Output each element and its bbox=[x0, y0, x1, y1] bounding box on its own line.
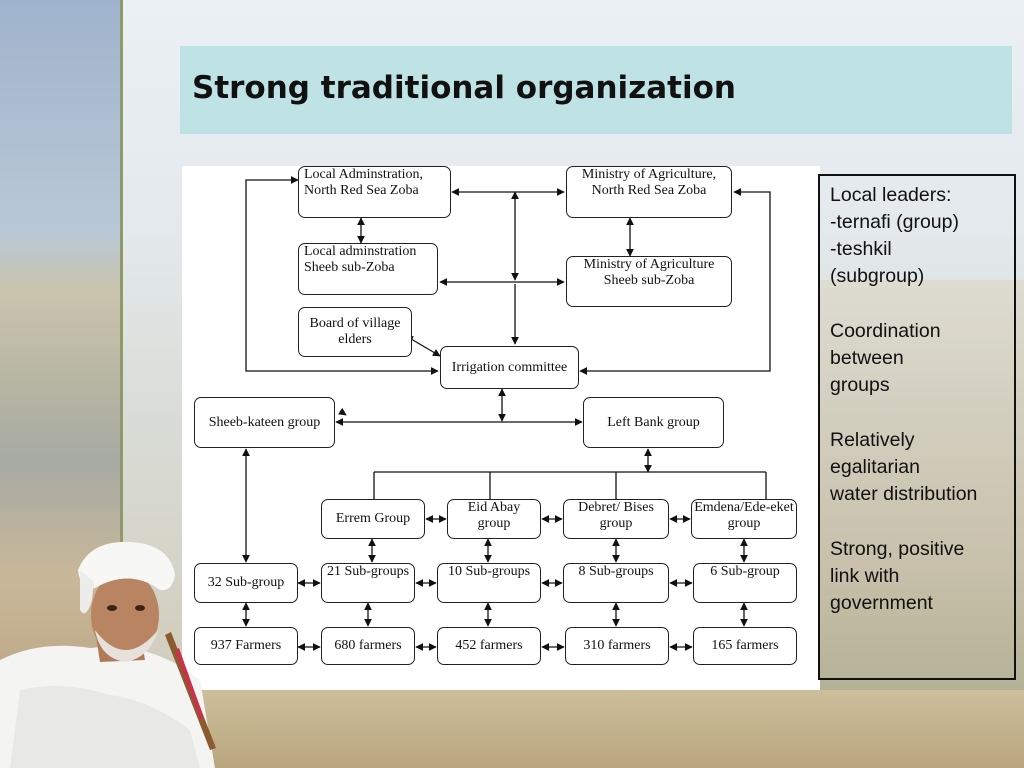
node-ministry-north: Ministry of Agriculture, North Red Sea Z… bbox=[566, 166, 732, 218]
node-937-farmers: 937 Farmers bbox=[194, 627, 298, 665]
background-divider-line bbox=[120, 0, 123, 768]
background-landscape-bottom bbox=[180, 690, 1024, 768]
info-line: Local leaders: bbox=[830, 184, 952, 206]
node-errem-group: Errem Group bbox=[321, 499, 425, 539]
org-diagram: Local Adminstration, North Red Sea Zoba … bbox=[182, 166, 820, 690]
node-310-farmers: 310 farmers bbox=[565, 627, 669, 665]
info-line: Relatively bbox=[830, 429, 915, 451]
info-line: link with bbox=[830, 565, 900, 587]
info-line: groups bbox=[830, 374, 890, 396]
node-local-admin-sheeb: Local adminstration Sheeb sub-Zoba bbox=[298, 243, 438, 295]
node-eid-abay: Eid Abay group bbox=[447, 499, 541, 539]
slide-title: Strong traditional organization bbox=[192, 70, 736, 106]
node-8-subgroups: 8 Sub-groups bbox=[563, 563, 669, 603]
node-452-farmers: 452 farmers bbox=[437, 627, 541, 665]
node-sheeb-kateen: Sheeb-kateen group bbox=[194, 397, 335, 448]
node-6-subgroup: 6 Sub-group bbox=[693, 563, 797, 603]
node-debret-bises: Debret/ Bises group bbox=[563, 499, 669, 539]
node-680-farmers: 680 farmers bbox=[321, 627, 415, 665]
info-line: -teshkil bbox=[830, 238, 892, 260]
info-line: government bbox=[830, 592, 933, 614]
node-10-subgroups: 10 Sub-groups bbox=[437, 563, 541, 603]
info-line: (subgroup) bbox=[830, 265, 925, 287]
info-line: between bbox=[830, 347, 904, 369]
background-landscape-right bbox=[820, 280, 1024, 768]
title-bar: Strong traditional organization bbox=[180, 46, 1012, 134]
info-line: water distribution bbox=[830, 483, 978, 505]
node-board-elders: Board of village elders bbox=[298, 307, 412, 357]
node-left-bank: Left Bank group bbox=[583, 397, 724, 448]
node-165-farmers: 165 farmers bbox=[693, 627, 797, 665]
info-line: -ternafi (group) bbox=[830, 211, 959, 233]
node-21-subgroups: 21 Sub-groups bbox=[321, 563, 415, 603]
node-irrigation-committee: Irrigation committee bbox=[440, 346, 579, 389]
farmer-photo bbox=[0, 541, 216, 768]
info-line: egalitarian bbox=[830, 456, 920, 478]
info-box: Local leaders: -ternafi (group) -teshkil… bbox=[818, 174, 1016, 680]
node-32-subgroup: 32 Sub-group bbox=[194, 563, 298, 603]
node-local-admin-north: Local Adminstration, North Red Sea Zoba bbox=[298, 166, 451, 218]
node-emdena: Emdena/Ede-eket group bbox=[691, 499, 797, 539]
info-line: Strong, positive bbox=[830, 538, 965, 560]
info-line: Coordination bbox=[830, 320, 941, 342]
node-ministry-sheeb: Ministry of Agriculture Sheeb sub-Zoba bbox=[566, 256, 732, 307]
